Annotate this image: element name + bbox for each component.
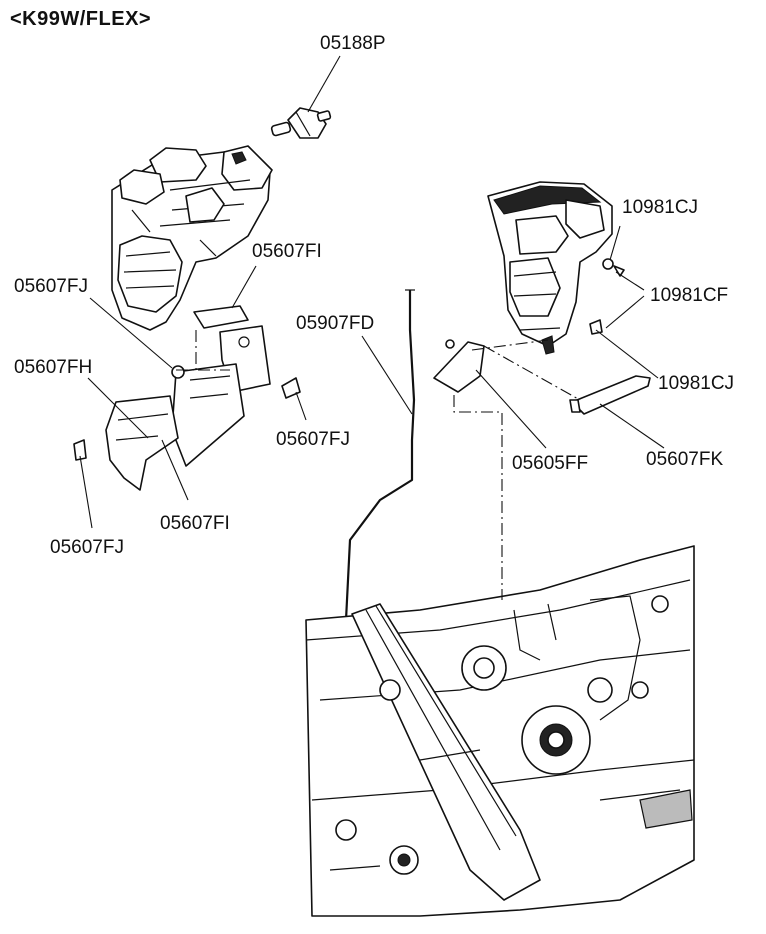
- part-reservoir-left: [111, 145, 273, 331]
- label-05607FI-top: 05607FI: [252, 241, 322, 262]
- part-05605FF-bracket: [433, 339, 485, 393]
- part-05607FI-bracket: [171, 305, 271, 467]
- part-10981-clips: [589, 258, 625, 335]
- label-05607FJ-left: 05607FJ: [14, 276, 88, 297]
- label-05188P: 05188P: [320, 33, 386, 54]
- label-05607FH: 05607FH: [14, 357, 93, 378]
- part-05607FK-strap: [569, 375, 651, 415]
- label-05607FI-bottom: 05607FI: [160, 513, 230, 534]
- vehicle-body-structure: [305, 545, 695, 917]
- leader-lines: [79, 55, 665, 529]
- part-05607FJ-clips: [73, 365, 301, 461]
- part-05607FH-shield: [105, 395, 179, 491]
- label-10981CJ-top: 10981CJ: [622, 197, 699, 218]
- part-05188P-isolator: [270, 107, 332, 139]
- label-10981CJ-bottom: 10981CJ: [658, 373, 735, 394]
- assembly-lines: [176, 330, 581, 600]
- label-05907FD: 05907FD: [296, 313, 375, 334]
- label-05607FK: 05607FK: [646, 449, 724, 470]
- diagram-title: <K99W/FLEX>: [10, 8, 152, 30]
- label-05607FJ-bottom: 05607FJ: [50, 537, 124, 558]
- label-10981CF: 10981CF: [650, 285, 729, 306]
- label-05607FJ-mid: 05607FJ: [276, 429, 350, 450]
- part-reservoir-right: [487, 181, 613, 355]
- label-05605FF: 05605FF: [512, 453, 589, 474]
- part-05907FD-hose: [344, 289, 416, 621]
